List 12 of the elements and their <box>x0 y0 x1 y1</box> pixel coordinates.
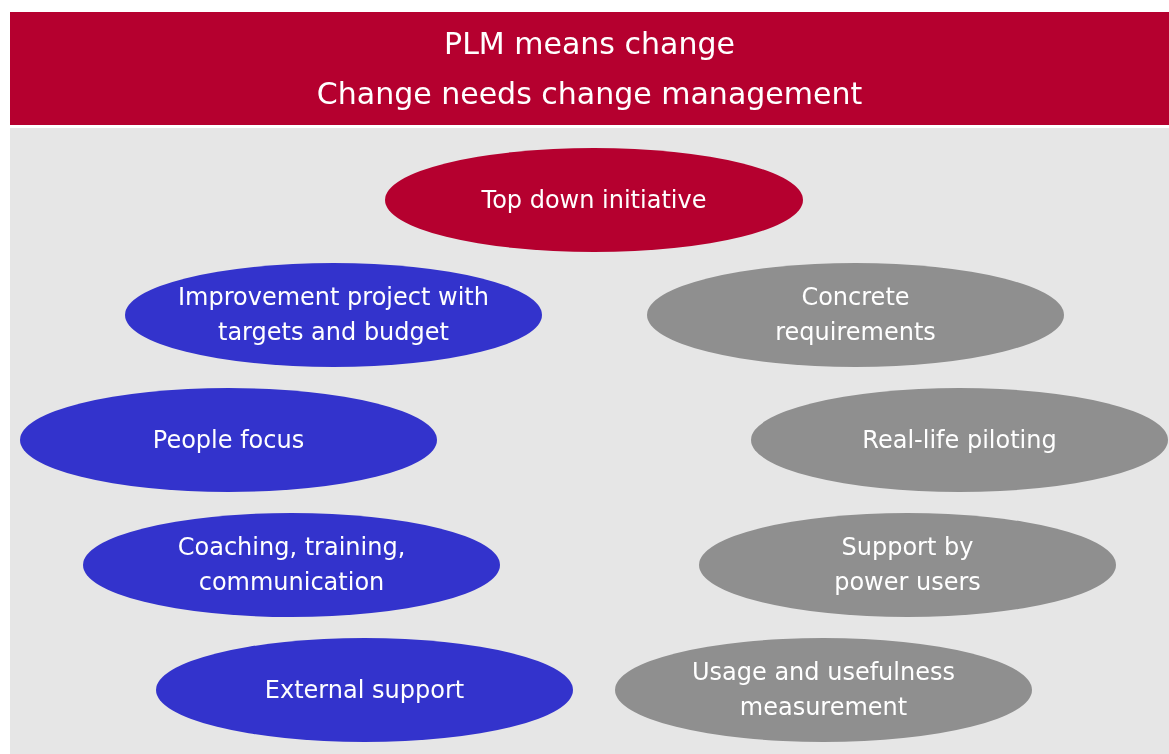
header-band <box>10 12 1169 125</box>
ellipse-label: Real-life piloting <box>862 424 1057 456</box>
ellipse-label: Improvement project with targets and budget <box>177 282 490 348</box>
ellipse-label: Coaching, training, communication <box>176 532 407 598</box>
ellipse-label: Support by power users <box>833 532 982 598</box>
ellipse-label: External support <box>264 674 465 706</box>
ellipse-label: Usage and usefulness measurement <box>691 657 956 723</box>
ellipse-label: Top down initiative <box>481 184 707 216</box>
ellipse-label: Concrete requirements <box>774 282 937 348</box>
header-text: Change needs change management <box>316 74 863 113</box>
ellipse-label: People focus <box>152 424 305 456</box>
header-text: PLM means change <box>444 24 735 63</box>
